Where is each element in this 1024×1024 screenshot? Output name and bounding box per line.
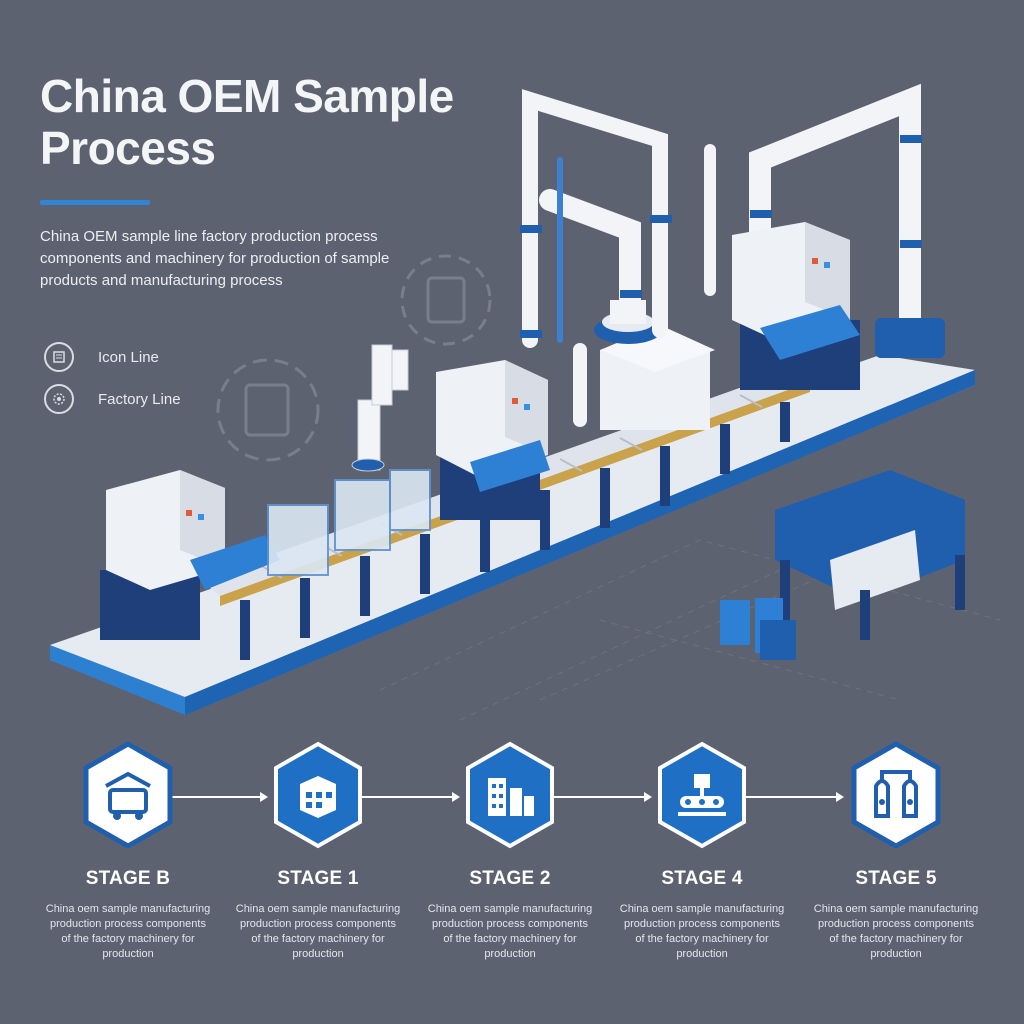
- legend: Icon Line Factory Line: [44, 338, 181, 422]
- legend-label: Factory Line: [98, 390, 181, 408]
- stage-1[interactable]: STAGE 1 China oem sample manufacturing p…: [228, 740, 408, 962]
- arrow-icon: [744, 792, 844, 802]
- stage-description: China oem sample manufacturing productio…: [45, 903, 211, 960]
- conveyor-platform: [50, 355, 975, 715]
- glass-containers: [267, 469, 431, 576]
- legend-item-icon-line[interactable]: Icon Line: [44, 338, 181, 376]
- stage-flow: STAGE B China oem sample manufacturing p…: [0, 740, 1024, 1024]
- legend-item-factory-line[interactable]: Factory Line: [44, 380, 181, 418]
- production-line-illustration: [50, 83, 1001, 721]
- arrow-icon: [360, 792, 460, 802]
- central-processor: [594, 300, 715, 430]
- stage-description: China oem sample manufacturing productio…: [813, 903, 979, 960]
- stage-5[interactable]: STAGE 5 China oem sample manufacturing p…: [806, 740, 986, 962]
- legend-label: Icon Line: [98, 348, 159, 366]
- conveyor-machine-icon: [654, 740, 750, 850]
- background-gear-icon: [216, 254, 492, 462]
- gear-icon: [44, 342, 74, 372]
- stage-label: STAGE 1: [277, 868, 359, 889]
- stage-4[interactable]: STAGE 4 China oem sample manufacturing p…: [612, 740, 792, 962]
- box-icon: [270, 740, 366, 850]
- stage-label: STAGE B: [85, 868, 171, 889]
- side-station: [720, 470, 965, 660]
- middle-machine: [436, 360, 550, 520]
- stage-b[interactable]: STAGE B China oem sample manufacturing p…: [38, 740, 218, 962]
- stage-2[interactable]: STAGE 2 China oem sample manufacturing p…: [420, 740, 600, 962]
- stage-label: STAGE 5: [855, 868, 937, 889]
- robot-arm-small: [351, 344, 409, 472]
- floor-grid: [379, 539, 1001, 721]
- factory-buildings-icon: [462, 740, 558, 850]
- stage-description: China oem sample manufacturing productio…: [427, 903, 593, 960]
- stage-label: STAGE 4: [661, 868, 743, 889]
- stage-description: China oem sample manufacturing productio…: [619, 903, 785, 960]
- factory-icon: [44, 384, 74, 414]
- overhead-pipes: [522, 83, 921, 427]
- right-machine: [732, 222, 945, 390]
- pipe-joints: [520, 135, 922, 338]
- warehouse-truck-icon: [80, 740, 176, 850]
- left-machine: [100, 470, 280, 640]
- stage-label: STAGE 2: [469, 868, 551, 889]
- title-underline: [40, 200, 150, 205]
- arrow-icon: [552, 792, 652, 802]
- stage-description: China oem sample manufacturing productio…: [235, 903, 401, 960]
- bottles-icon: [848, 740, 944, 850]
- page-title: China OEM Sample Process: [40, 70, 454, 174]
- arrow-icon: [168, 792, 268, 802]
- intro-text: China OEM sample line factory production…: [40, 228, 390, 289]
